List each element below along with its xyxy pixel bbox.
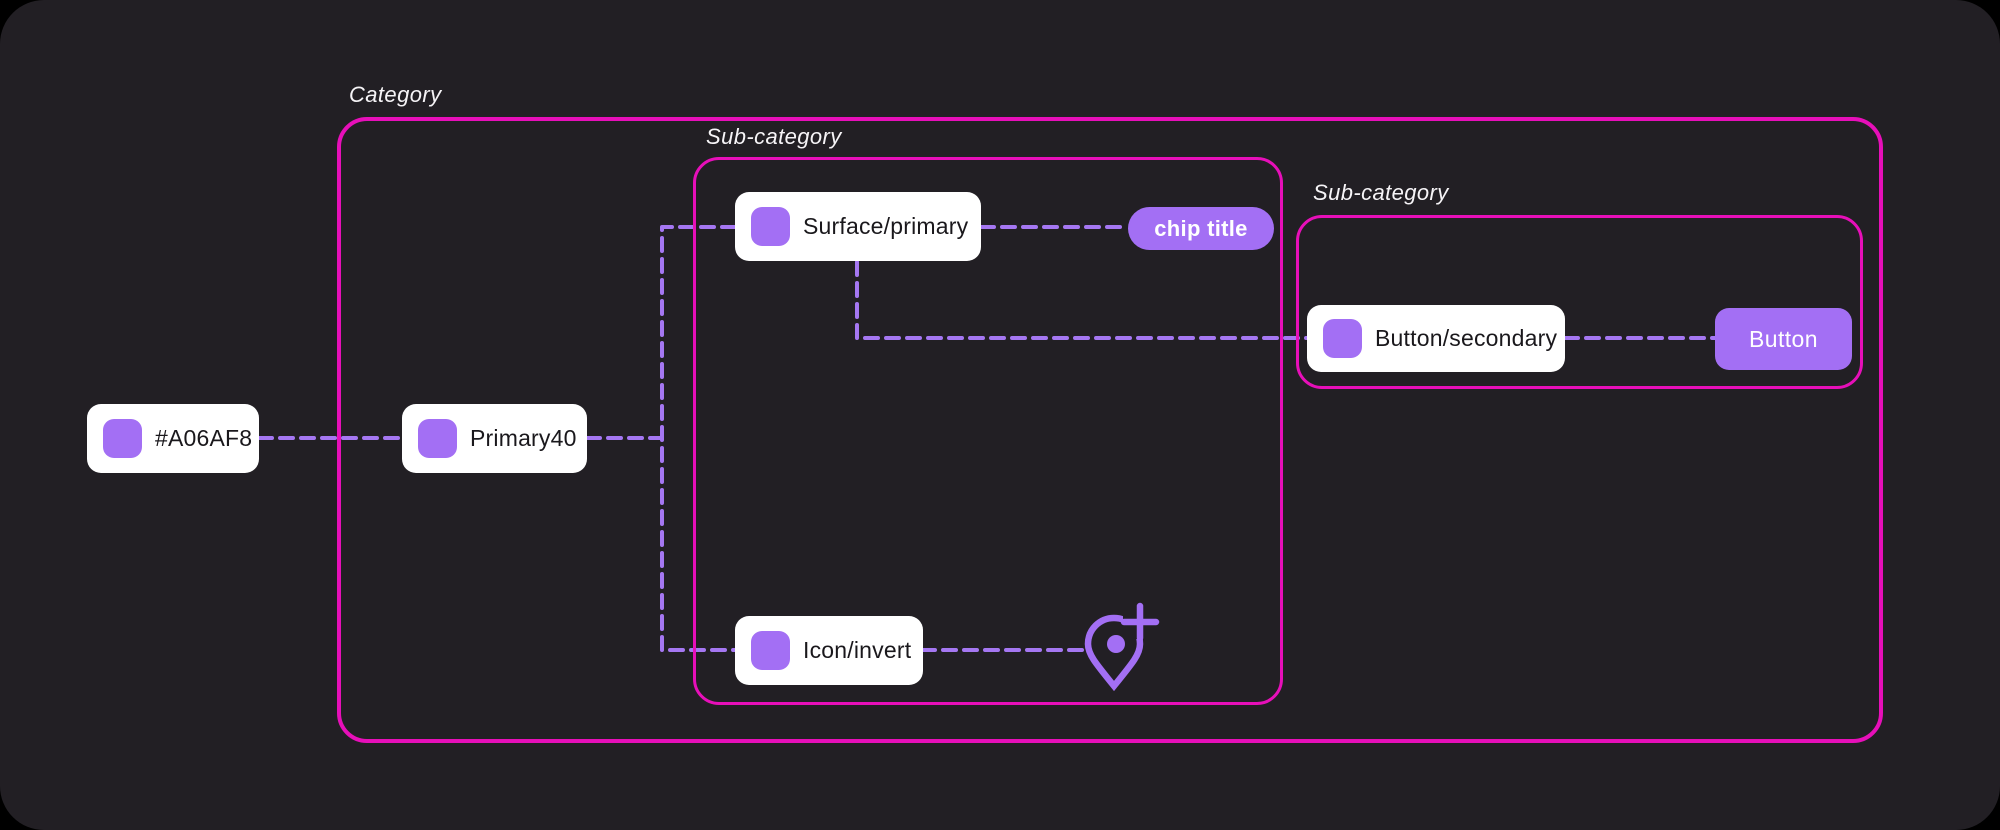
token-label: #A06AF8 — [155, 425, 253, 451]
token-label: Surface/primary — [803, 213, 969, 239]
token-card-hex[interactable]: #A06AF8 — [87, 404, 259, 473]
add-location-icon[interactable] — [1082, 600, 1160, 692]
subcategory-left-frame-label: Sub-category — [706, 124, 842, 149]
plus-sign — [1120, 602, 1160, 642]
pin-dot — [1107, 635, 1125, 653]
token-label: Button/secondary — [1375, 325, 1558, 351]
token-card-primary40[interactable]: Primary40 — [402, 404, 587, 473]
subcategory-left-frame — [693, 157, 1283, 705]
category-frame — [337, 117, 1883, 743]
category-frame-label: Category — [349, 82, 442, 107]
color-swatch-icon — [103, 419, 142, 458]
color-swatch-icon — [751, 631, 790, 670]
chip-component[interactable]: chip title — [1128, 207, 1274, 250]
token-card-icon-invert[interactable]: Icon/invert — [735, 616, 923, 685]
subcategory-right-frame-label: Sub-category — [1313, 180, 1449, 205]
token-label: Primary40 — [470, 425, 577, 451]
button-component[interactable]: Button — [1715, 308, 1852, 370]
token-card-surface-primary[interactable]: Surface/primary — [735, 192, 981, 261]
color-swatch-icon — [418, 419, 457, 458]
token-label: Icon/invert — [803, 637, 912, 663]
token-card-button-secondary[interactable]: Button/secondary — [1307, 305, 1565, 372]
subcategory-right-frame — [1296, 215, 1863, 389]
color-swatch-icon — [751, 207, 790, 246]
color-swatch-icon — [1323, 319, 1362, 358]
